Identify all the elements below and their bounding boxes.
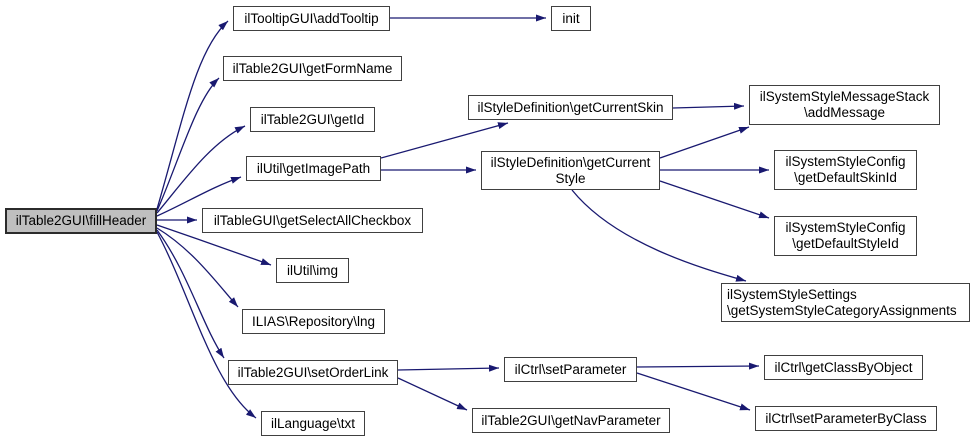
edge-fillheader-txt: [156, 231, 257, 419]
node-label: Style: [555, 170, 586, 186]
node-label: ilStyleDefinition\getCurrentSkin: [477, 99, 664, 115]
edge-fillheader-img: [156, 224, 272, 266]
edge-getimagepath-getcurrentskin: [380, 122, 509, 159]
node-label: ilSystemStyleConfig: [785, 220, 906, 235]
node-ilctrl-setparameter[interactable]: ilCtrl\setParameter: [504, 357, 637, 382]
edge-fillheader-getid: [156, 125, 246, 214]
node-iltable2gui-setorderlink[interactable]: ilTable2GUI\setOrderLink: [228, 360, 398, 385]
edge-fillheader-lng: [156, 227, 239, 308]
node-ilsystemstyleconfig-getdefaultskinid[interactable]: ilSystemStyleConfig \getDefaultSkinId: [774, 150, 917, 190]
node-label: \getDefaultSkinId: [794, 170, 897, 185]
node-label: ilStyleDefinition\getCurrent: [490, 154, 651, 170]
edge-getcurrentskin-addmessage: [672, 102, 745, 110]
node-label: ilSystemStyleConfig: [785, 154, 906, 169]
node-label: \getDefaultStyleId: [792, 236, 899, 251]
node-label: ilTableGUI\getSelectAllCheckbox: [213, 212, 412, 228]
node-ilstyledefinition-getcurrentstyle[interactable]: ilStyleDefinition\getCurrent Style: [481, 151, 660, 190]
node-label: ilTooltipGUI\addTooltip: [244, 10, 379, 26]
node-label: ilTable2GUI\fillHeader: [15, 213, 147, 228]
node-label: ilLanguage\txt: [270, 415, 356, 431]
node-iltablegui-getselectallcheckbox[interactable]: ilTableGUI\getSelectAllCheckbox: [202, 208, 423, 233]
node-label: ilSystemStyleSettings: [727, 286, 857, 302]
node-iltable2gui-getformname[interactable]: ilTable2GUI\getFormName: [223, 56, 402, 81]
node-label: ilCtrl\setParameter: [514, 361, 627, 377]
edge-setparameter-setparameterbyclass: [636, 372, 751, 411]
node-iltable2gui-getnavparameter[interactable]: ilTable2GUI\getNavParameter: [472, 408, 670, 433]
node-ilutil-getimagepath[interactable]: ilUtil\getImagePath: [246, 156, 381, 181]
edge-fillheader-getformname: [156, 77, 220, 212]
node-label: ilCtrl\getClassByObject: [774, 359, 913, 375]
edge-fillheader-getimagepath: [156, 176, 242, 217]
node-illanguage-txt[interactable]: ilLanguage\txt: [261, 411, 365, 436]
node-label: \getSystemStyleCategoryAssignments: [727, 302, 957, 318]
node-label: ilUtil\img: [286, 262, 338, 278]
node-ilias-repository-lng[interactable]: ILIAS\Repository\lng: [242, 309, 385, 334]
node-iltooltipgui-addtooltip[interactable]: ilTooltipGUI\addTooltip: [233, 6, 390, 31]
node-label: ilUtil\getImagePath: [256, 160, 371, 176]
node-label: init: [562, 10, 580, 26]
node-label: ilSystemStyleMessageStack: [759, 89, 930, 104]
edge-getcurrentstyle-categoryassignments: [571, 189, 747, 282]
node-ilsystemstylemessagestack-addmessage[interactable]: ilSystemStyleMessageStack \addMessage: [749, 85, 940, 125]
node-ilstyledefinition-getcurrentskin[interactable]: ilStyleDefinition\getCurrentSkin: [468, 95, 673, 120]
node-label: \addMessage: [803, 105, 886, 120]
edge-fillheader-addtooltip: [156, 20, 229, 210]
node-iltable2gui-getid[interactable]: ilTable2GUI\getId: [250, 107, 375, 132]
edge-setorderlink-setparameter: [397, 364, 500, 372]
edge-getcurrentstyle-addmessage: [659, 126, 750, 159]
edge-setparameter-getclassbyobject: [636, 362, 760, 370]
node-init[interactable]: init: [551, 6, 591, 31]
node-label: ilTable2GUI\getFormName: [232, 60, 393, 76]
node-label: ilTable2GUI\getId: [260, 111, 365, 127]
node-label: ILIAS\Repository\lng: [251, 313, 376, 329]
node-label: ilTable2GUI\setOrderLink: [237, 364, 389, 380]
node-label: ilTable2GUI\getNavParameter: [481, 412, 661, 428]
node-ilsystemstyleconfig-getdefaultstyleid[interactable]: ilSystemStyleConfig \getDefaultStyleId: [774, 216, 917, 256]
node-ilctrl-getclassbyobject[interactable]: ilCtrl\getClassByObject: [764, 355, 923, 380]
edge-setorderlink-getnavparameter: [397, 377, 468, 411]
node-ilutil-img[interactable]: ilUtil\img: [276, 258, 349, 283]
node-label: ilCtrl\setParameterByClass: [765, 410, 927, 426]
node-iltable2gui-fillheader[interactable]: ilTable2GUI\fillHeader: [5, 208, 157, 234]
node-ilsystemstylesettings-getsystemstylecategoryassignments[interactable]: ilSystemStyleSettings \getSystemStyleCat…: [721, 283, 970, 322]
node-ilctrl-setparameterbyclass[interactable]: ilCtrl\setParameterByClass: [755, 406, 937, 431]
edge-fillheader-setorderlink: [156, 229, 225, 359]
edge-getcurrentstyle-getdefaultstyleid: [659, 180, 770, 219]
